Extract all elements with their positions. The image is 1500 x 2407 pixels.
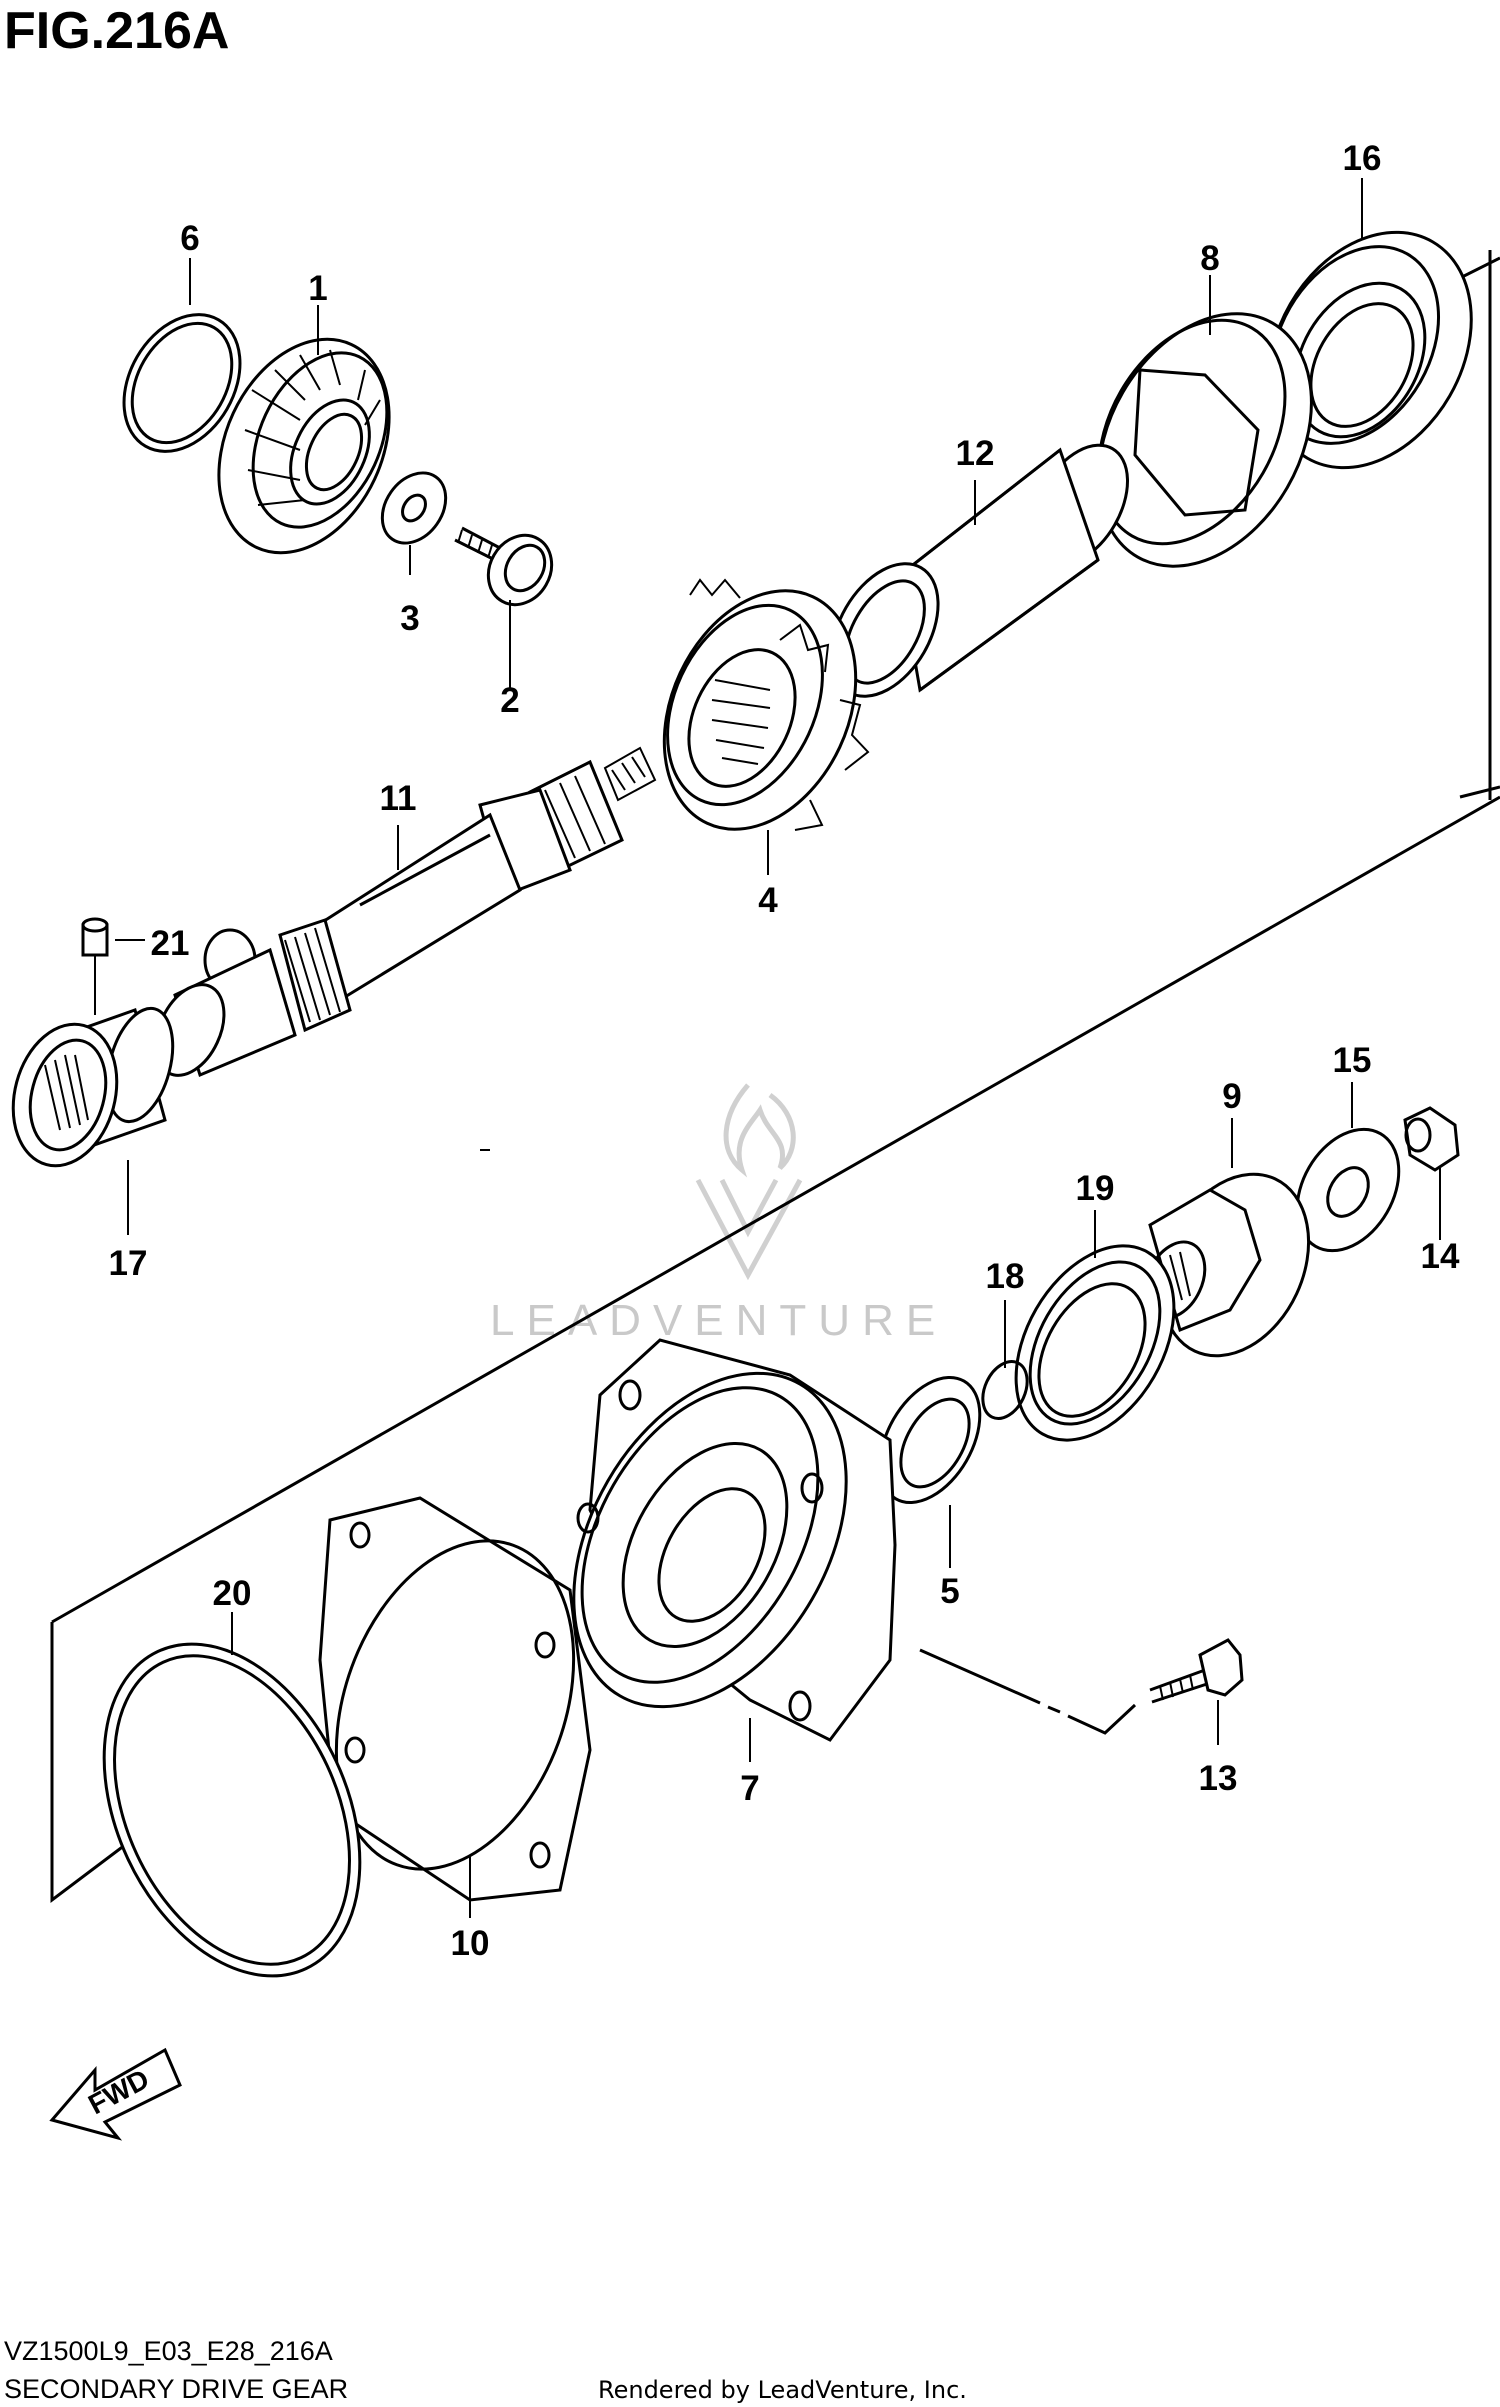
figure-title: FIG.216A	[4, 2, 229, 60]
part-15-washer[interactable]	[1277, 1111, 1420, 1269]
callout-3: 3	[400, 599, 419, 638]
watermark-logo-icon	[695, 1083, 803, 1281]
callout-16: 16	[1343, 139, 1382, 178]
part-3-washer[interactable]	[369, 461, 458, 555]
part-18-o-ring[interactable]	[974, 1354, 1036, 1425]
callout-7: 7	[740, 1769, 759, 1808]
callout-20: 20	[213, 1574, 252, 1613]
part-10-gasket[interactable]	[293, 1496, 616, 1902]
assembly-group-outline	[50, 250, 1500, 1904]
callout-12: 12	[956, 434, 995, 473]
part-4-bevel-gear[interactable]	[627, 560, 892, 861]
part-21-dowel-pin[interactable]	[81, 917, 109, 1015]
watermark-text: LEADVENTURE	[490, 1296, 947, 1345]
callout-4: 4	[758, 881, 778, 920]
callout-21: 21	[151, 924, 190, 963]
render-credit: Rendered by LeadVenture, Inc.	[598, 2376, 967, 2404]
callout-6: 6	[180, 219, 199, 258]
model-code: VZ1500L9_E03_E28_216A	[4, 2336, 333, 2366]
callout-1: 1	[308, 269, 327, 308]
fwd-arrow-icon: FWD	[49, 2047, 182, 2141]
leader-lines	[115, 178, 1441, 1918]
part-1-bevel-gear[interactable]	[186, 312, 422, 581]
callout-11: 11	[380, 779, 417, 818]
callout-8: 8	[1200, 239, 1219, 278]
callout-9: 9	[1222, 1077, 1241, 1116]
part-13-bolt[interactable]	[1149, 1638, 1244, 1704]
callout-2: 2	[500, 681, 519, 720]
callout-15: 15	[1333, 1041, 1372, 1080]
figure-subtitle: SECONDARY DRIVE GEAR	[4, 2374, 348, 2404]
part-8-bearing-retainer[interactable]	[1055, 276, 1355, 605]
part-12-spacer[interactable]	[810, 429, 1147, 715]
part-19-bearing[interactable]	[984, 1218, 1207, 1468]
part-17-needle-bearing[interactable]	[0, 1001, 184, 1177]
part-5-oil-seal[interactable]	[860, 1360, 1001, 1520]
part-11-shaft[interactable]	[143, 746, 657, 1086]
part-16-bearing[interactable]	[1228, 196, 1500, 505]
part-7-gear-case[interactable]	[480, 1149, 902, 1755]
callout-10: 10	[451, 1924, 490, 1963]
part-20-shim[interactable]	[54, 1603, 410, 2017]
callout-5: 5	[940, 1572, 959, 1611]
callout-19: 19	[1076, 1169, 1115, 1208]
part-9-coupling[interactable]	[1133, 1150, 1337, 1380]
callout-13: 13	[1199, 1759, 1238, 1798]
callout-14: 14	[1421, 1237, 1460, 1276]
callout-18: 18	[986, 1257, 1025, 1296]
part-6-shim[interactable]	[100, 294, 263, 472]
callout-labels: 6 1 3 2 8 16 12 4 11 21 17 15 9 14 19 18…	[109, 139, 1460, 1963]
part-14-nut[interactable]	[1403, 1106, 1460, 1172]
part-2-bolt[interactable]	[454, 524, 564, 616]
callout-17: 17	[109, 1244, 148, 1283]
watermark: LEADVENTURE	[490, 1083, 947, 1345]
